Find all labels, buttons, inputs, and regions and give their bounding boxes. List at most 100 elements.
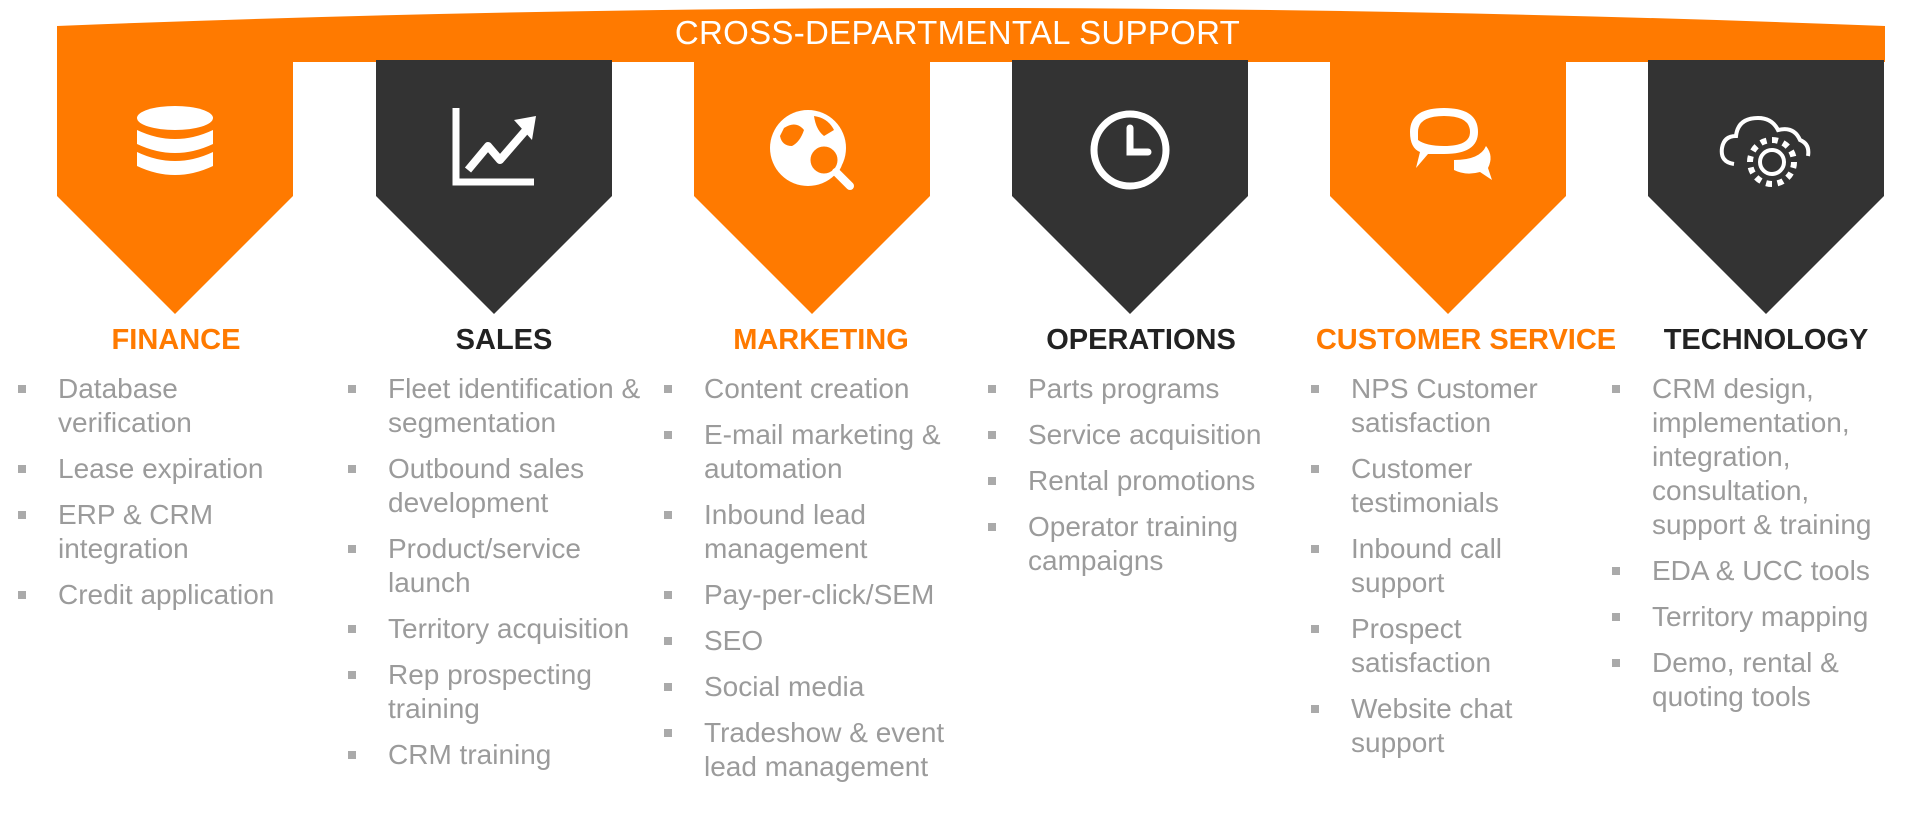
square-bullet-icon (18, 385, 26, 393)
list-item-text: Database verification (58, 373, 192, 438)
list-item-text: Customer testimonials (1351, 453, 1499, 518)
pennant-customer-service (1330, 60, 1566, 314)
list-item-text: Product/service launch (388, 533, 581, 598)
square-bullet-icon (1612, 659, 1620, 667)
square-bullet-icon (1311, 625, 1319, 633)
square-bullet-icon (348, 625, 356, 633)
list-item: Fleet identification & segmentation (344, 372, 664, 440)
list-item-text: Content creation (704, 373, 910, 404)
department-title-sales: SALES (455, 324, 553, 356)
list-item: Lease expiration (14, 452, 314, 486)
pennant-sales (376, 60, 612, 314)
department-title-operations: OPERATIONS (1046, 324, 1236, 356)
list-item-text: Lease expiration (58, 453, 264, 484)
list-item-text: EDA & UCC tools (1652, 555, 1870, 586)
square-bullet-icon (1612, 385, 1620, 393)
square-bullet-icon (664, 431, 672, 439)
square-bullet-icon (664, 591, 672, 599)
list-item-text: Fleet identification & segmentation (388, 373, 641, 438)
list-item-text: Territory acquisition (388, 613, 630, 644)
square-bullet-icon (18, 591, 26, 599)
banner-arc (57, 8, 1885, 62)
clock-icon (1090, 110, 1170, 190)
list-item: Tradeshow & event lead management (660, 716, 970, 784)
square-bullet-icon (348, 671, 356, 679)
square-bullet-icon (1311, 465, 1319, 473)
list-item: CRM design, implementation, integration,… (1608, 372, 1908, 542)
list-item: Service acquisition (984, 418, 1284, 452)
list-item-text: Tradeshow & event lead management (704, 717, 945, 782)
list-item: Territory mapping (1608, 600, 1908, 634)
list-item-text: Demo, rental & quoting tools (1652, 647, 1839, 712)
list-item-text: Service acquisition (1028, 419, 1262, 450)
pennant-technology (1648, 60, 1884, 314)
list-item: ERP & CRM integration (14, 498, 314, 566)
department-title-finance: FINANCE (111, 324, 241, 356)
list-item-text: Parts programs (1028, 373, 1220, 404)
list-item-text: CRM training (388, 739, 552, 770)
list-item: Outbound sales development (344, 452, 664, 520)
list-item-text: Inbound call support (1351, 533, 1503, 598)
list-item: Website chat support (1307, 692, 1597, 760)
list-item: Demo, rental & quoting tools (1608, 646, 1908, 714)
list-item: Pay-per-click/SEM (660, 578, 970, 612)
square-bullet-icon (348, 545, 356, 553)
square-bullet-icon (988, 523, 996, 531)
list-item-text: Credit application (58, 579, 275, 610)
square-bullet-icon (348, 751, 356, 759)
square-bullet-icon (348, 385, 356, 393)
square-bullet-icon (664, 683, 672, 691)
list-item: Rental promotions (984, 464, 1284, 498)
list-item-text: Territory mapping (1652, 601, 1869, 632)
list-item-text: Pay-per-click/SEM (704, 579, 935, 610)
list-item: EDA & UCC tools (1608, 554, 1908, 588)
list-item-text: Social media (704, 671, 865, 702)
square-bullet-icon (18, 465, 26, 473)
list-item: Prospect satisfaction (1307, 612, 1597, 680)
pennant-marketing (694, 60, 930, 314)
department-title-marketing: MARKETING (733, 324, 909, 356)
list-item-text: ERP & CRM integration (58, 499, 214, 564)
square-bullet-icon (1612, 567, 1620, 575)
list-item: Social media (660, 670, 970, 704)
square-bullet-icon (664, 511, 672, 519)
list-item: Product/service launch (344, 532, 664, 600)
department-title-technology: TECHNOLOGY (1663, 324, 1869, 356)
list-item: Content creation (660, 372, 970, 406)
list-item-text: SEO (704, 625, 764, 656)
list-item: Inbound lead management (660, 498, 970, 566)
square-bullet-icon (664, 637, 672, 645)
pennant-finance (57, 60, 293, 314)
list-item: Inbound call support (1307, 532, 1597, 600)
square-bullet-icon (1311, 545, 1319, 553)
banner-title: CROSS-DEPARTMENTAL SUPPORT (674, 14, 1241, 51)
list-item: Database verification (14, 372, 314, 440)
square-bullet-icon (988, 431, 996, 439)
list-item: NPS Customer satisfaction (1307, 372, 1597, 440)
list-item-text: E-mail marketing & automation (704, 419, 941, 484)
square-bullet-icon (988, 385, 996, 393)
list-item-text: CRM design, implementation, integration,… (1652, 373, 1872, 540)
list-item: E-mail marketing & automation (660, 418, 970, 486)
list-item: SEO (660, 624, 970, 658)
square-bullet-icon (1311, 385, 1319, 393)
list-item: Rep prospecting training (344, 658, 664, 726)
list-item-text: Inbound lead management (704, 499, 868, 564)
list-item-text: Prospect satisfaction (1351, 613, 1492, 678)
list-item: Credit application (14, 578, 314, 612)
department-title-customer-service: CUSTOMER SERVICE (1315, 324, 1617, 356)
department-items-technology: CRM design, implementation, integration,… (1608, 372, 1908, 726)
list-item: CRM training (344, 738, 664, 772)
list-item-text: Rep prospecting training (388, 659, 592, 724)
list-item: Customer testimonials (1307, 452, 1597, 520)
cloud-gear-icon (1719, 115, 1811, 187)
list-item-text: Rental promotions (1028, 465, 1256, 496)
list-item: Territory acquisition (344, 612, 664, 646)
square-bullet-icon (348, 465, 356, 473)
trend-chart-icon (452, 108, 536, 186)
list-item-text: NPS Customer satisfaction (1351, 373, 1538, 438)
